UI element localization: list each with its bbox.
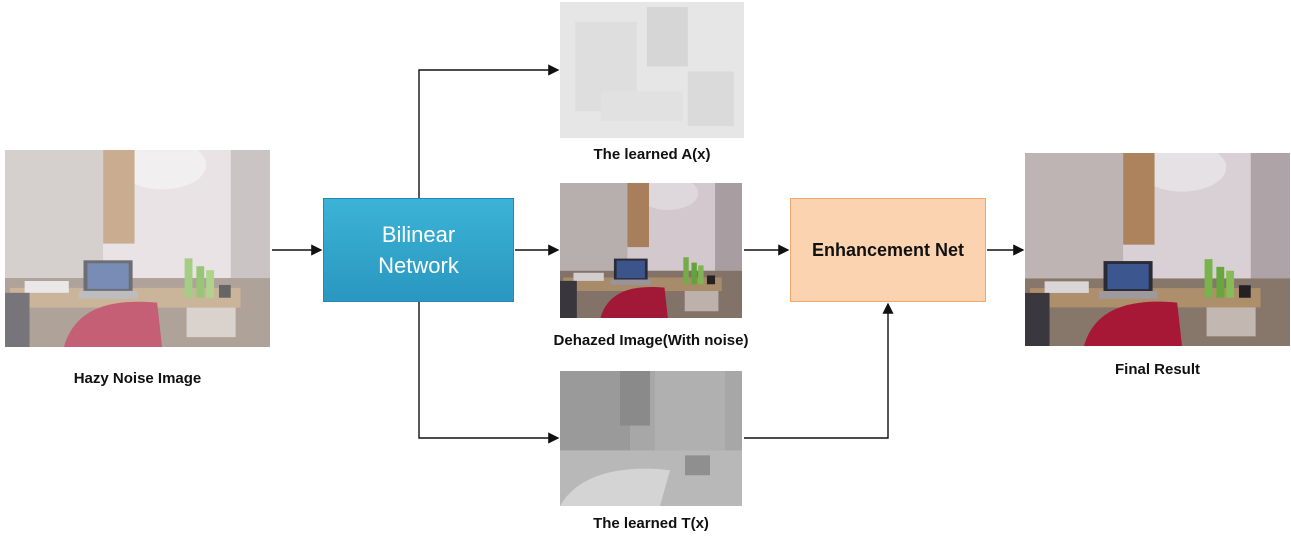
- enhancement-net-box: Enhancement Net: [790, 198, 986, 302]
- arrow-bilinear-to-t: [418, 302, 560, 444]
- bilinear-label-line1: Bilinear: [381, 222, 456, 247]
- bilinear-label-line2: Network: [378, 253, 459, 278]
- dehazed-caption: Dehazed Image(With noise): [553, 332, 749, 349]
- learned-t-map: [560, 371, 742, 506]
- learned-t-caption: The learned T(x): [593, 515, 709, 532]
- arrow-t-to-enhancement: [744, 302, 894, 439]
- bilinear-network-box: Bilinear Network: [323, 198, 514, 302]
- learned-a-map: [560, 2, 744, 138]
- hazy-noise-image: [5, 150, 270, 347]
- final-result-caption: Final Result: [1114, 361, 1200, 378]
- learned-a-caption: The learned A(x): [593, 146, 711, 163]
- dehazed-image: [560, 183, 742, 318]
- hazy-noise-caption: Hazy Noise Image: [73, 370, 202, 387]
- final-result-image: [1025, 153, 1290, 346]
- enhancement-net-label: Enhancement Net: [811, 239, 965, 260]
- arrow-bilinear-to-a: [418, 64, 560, 198]
